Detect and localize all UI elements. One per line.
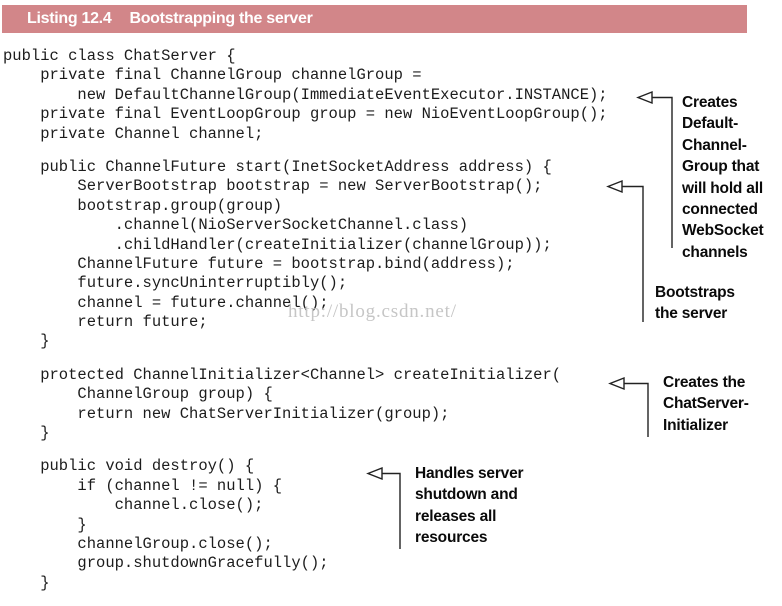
code-line: channel = future.channel(); <box>3 293 329 312</box>
code-line: ChannelFuture future = bootstrap.bind(ad… <box>3 254 515 273</box>
code-line: ChannelGroup group) { <box>3 385 273 404</box>
code-line: } <box>3 332 50 351</box>
annotation-creates-channelgroup: Creates Default- Channel- Group that wil… <box>682 94 764 261</box>
callout-arrow-creates-initializer <box>608 376 649 437</box>
code-line: if (channel != null) { <box>3 476 283 495</box>
code-line: private final EventLoopGroup group = new… <box>3 105 608 124</box>
code-line: group.shutdownGracefully(); <box>3 554 329 573</box>
callout-arrow-bootstraps-server <box>606 179 644 322</box>
code-line: channel.close(); <box>3 496 264 515</box>
code-block: public class ChatServer { private final … <box>3 47 608 593</box>
code-line: ServerBootstrap bootstrap = new ServerBo… <box>3 177 543 196</box>
code-line-blank <box>3 443 608 457</box>
listing-title: Bootstrapping the server <box>129 10 313 27</box>
code-line: bootstrap.group(group) <box>3 196 283 215</box>
annotation-creates-initializer: Creates the ChatServer- Initializer <box>663 374 749 434</box>
code-line: .childHandler(createInitializer(channelG… <box>3 235 552 254</box>
code-line: future.syncUninterruptibly(); <box>3 274 348 293</box>
code-line: new DefaultChannelGroup(ImmediateEventEx… <box>3 85 608 104</box>
listing-number: Listing 12.4 <box>27 10 112 27</box>
code-line: .channel(NioServerSocketChannel.class) <box>3 216 469 235</box>
code-line: return future; <box>3 313 208 332</box>
code-line: private final ChannelGroup channelGroup … <box>3 66 422 85</box>
code-line: private Channel channel; <box>3 124 264 143</box>
code-line: channelGroup.close(); <box>3 534 273 553</box>
callout-arrow-creates-channelgroup <box>636 90 673 248</box>
code-line: } <box>3 515 87 534</box>
code-line-blank <box>3 352 608 366</box>
annotation-handles-shutdown: Handles server shutdown and releases all… <box>415 465 524 547</box>
code-line: return new ChatServerInitializer(group); <box>3 404 450 423</box>
annotation-bootstraps-server: Bootstraps the server <box>655 284 735 323</box>
csdn-watermark: http://blog.csdn.net/ <box>288 301 457 322</box>
code-line-blank <box>3 144 608 158</box>
listing-header-bar: Listing 12.4 Bootstrapping the server <box>2 5 747 33</box>
code-line: protected ChannelInitializer<Channel> cr… <box>3 365 562 384</box>
code-line: public ChannelFuture start(InetSocketAdd… <box>3 157 552 176</box>
code-line: } <box>3 573 50 592</box>
code-line: public class ChatServer { <box>3 47 236 65</box>
code-line: public void destroy() { <box>3 457 255 476</box>
code-line: } <box>3 424 50 443</box>
